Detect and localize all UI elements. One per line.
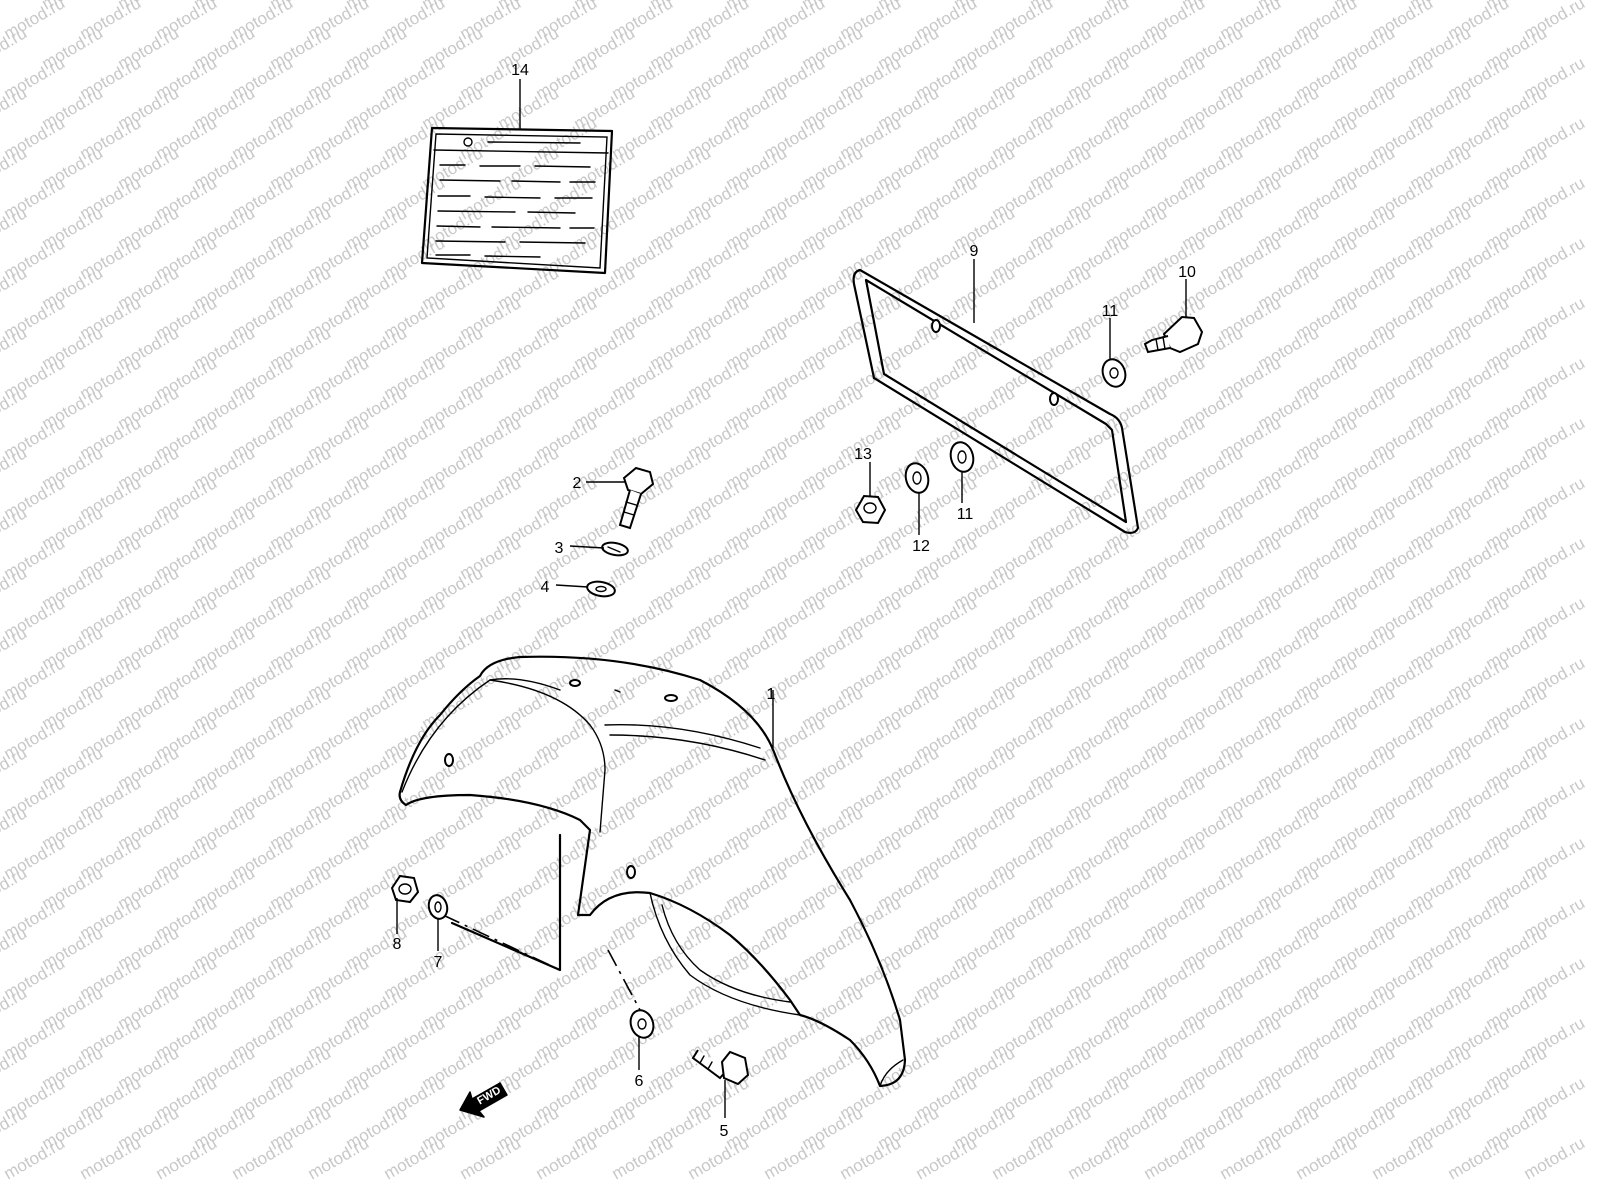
watermark-text: motod.ru [1445,1133,1513,1183]
plate-washer-lower [949,441,975,473]
callout-numbers: 14 9 10 11 13 12 11 2 3 4 1 8 7 6 5 [393,62,1196,1140]
watermark-text: motod.ru [1141,1133,1209,1183]
callout-11-lower: 11 [957,506,974,523]
washer-left [427,894,449,920]
watermark-text: motod.ru [1217,1133,1285,1183]
callout-11-upper: 11 [1102,303,1119,320]
plate-bolt [1143,315,1204,354]
callout-7: 7 [434,954,443,971]
label-sticker [420,126,614,275]
plate-nut [854,494,887,525]
watermark-text: motod.ru [381,1133,449,1183]
callout-6: 6 [635,1073,644,1090]
license-plate-frame [852,268,1140,534]
callout-5: 5 [720,1123,729,1140]
watermark-text: motod.ru [1,1133,69,1183]
watermark-text: motod.ru [913,1133,981,1183]
rear-fender [398,655,907,1088]
callout-4: 4 [541,579,550,596]
bolt [618,466,655,530]
callout-14: 14 [511,62,529,79]
watermark-text: motod.ru [77,1133,145,1183]
watermark-text: motod.ru [761,1133,829,1183]
watermark-text: motod.ru [457,1133,525,1183]
watermark-text: motod.ru [1369,1133,1437,1183]
callout-9: 9 [970,243,979,260]
callout-1: 1 [767,686,776,703]
watermark-text: motod.ru [685,1133,753,1183]
callout-10: 10 [1178,264,1196,281]
watermark-text: motod.ru [533,1133,601,1183]
plate-washer-spring [904,462,930,494]
lower-washer [629,1009,655,1039]
callout-12: 12 [912,538,930,555]
callout-2: 2 [573,475,582,492]
callout-13: 13 [854,446,872,463]
callout-3: 3 [555,540,564,557]
watermark-text: motod.ru [153,1133,221,1183]
watermark-text: motod.ru [989,1133,1057,1183]
plate-washer-upper [1101,358,1127,388]
leader-lines [396,79,1187,1118]
watermark-text: motod.ru [1521,1133,1589,1183]
assembly-lines [442,835,641,1011]
callout-8: 8 [393,936,402,953]
watermark-text: motod.ru [1065,1133,1133,1183]
spring-washer [601,541,629,557]
watermark-text: motod.ru [1293,1133,1361,1183]
watermark-text: motod.ru [837,1133,905,1183]
watermark-text: motod.ru [305,1133,373,1183]
watermark-text: motod.ru [609,1133,677,1183]
lower-bolt [691,1049,750,1086]
nut-left [390,874,420,904]
watermark-text: motod.ru [229,1133,297,1183]
